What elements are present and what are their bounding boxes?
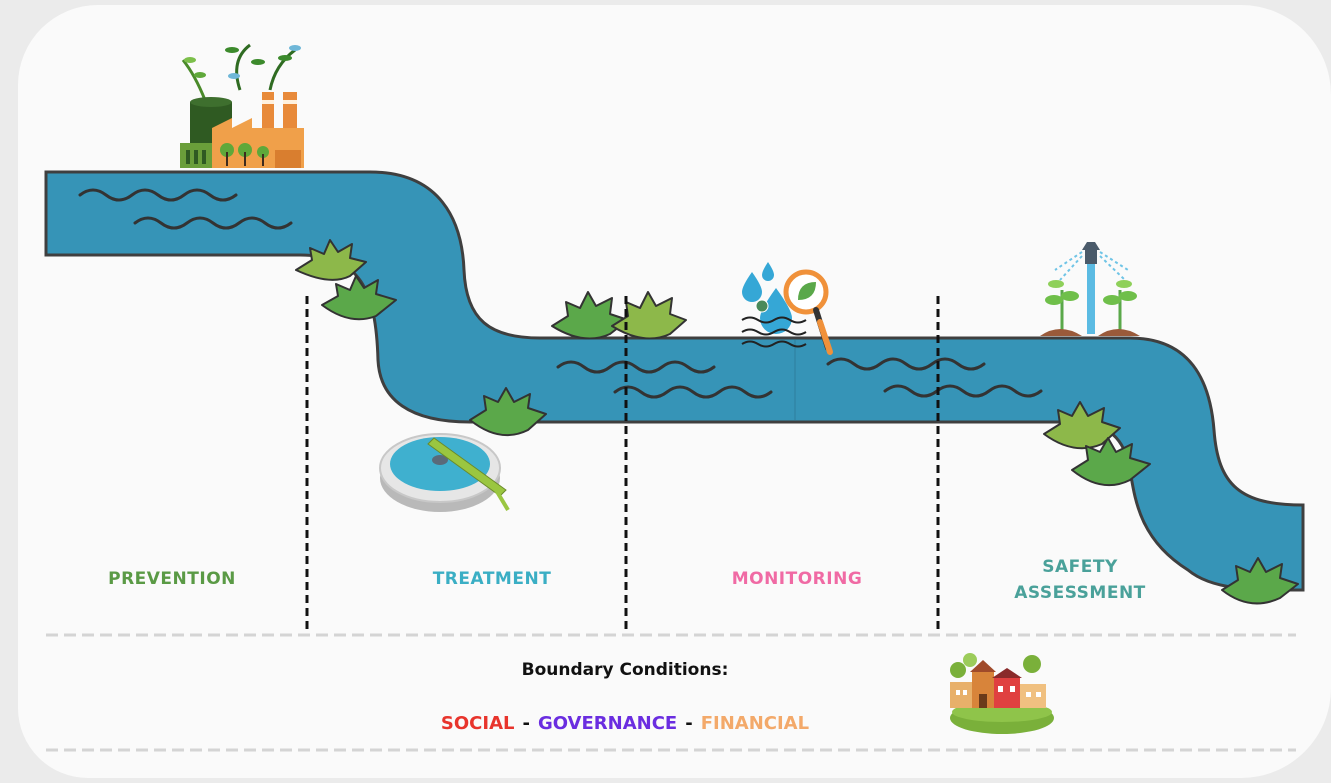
boundary-separator: - [685, 713, 693, 734]
stage-label-safety-line1: SAFETY [1042, 557, 1118, 577]
river-waves [78, 188, 1043, 399]
stage-label-safety-line2: ASSESSMENT [1014, 583, 1146, 603]
water-inspection-icon [741, 262, 833, 355]
boundary-conditions-list: SOCIAL-GOVERNANCE-FINANCIAL [380, 713, 870, 734]
stage-label-monitoring: MONITORING [731, 569, 863, 589]
grass-tuft-icon [1043, 401, 1121, 450]
grass-tuft-icon [295, 239, 367, 281]
grass-tufts [295, 239, 1299, 605]
sprinkler-plants-icon [1040, 242, 1140, 336]
grass-tuft-icon [1071, 437, 1151, 487]
grass-tuft-icon [469, 387, 547, 437]
boundary-separator: - [522, 713, 530, 734]
factory-icon [180, 43, 304, 168]
section-separators [46, 633, 1296, 752]
river [44, 170, 1305, 592]
town-icon [950, 653, 1054, 734]
stage-label-treatment: TREATMENT [432, 569, 552, 589]
boundary-financial: FINANCIAL [700, 713, 810, 734]
grass-tuft-icon [551, 291, 629, 340]
boundary-social: SOCIAL [440, 713, 515, 734]
water-treatment-tank-icon [379, 433, 510, 512]
grass-tuft-icon [611, 291, 687, 340]
stage-label-prevention: PREVENTION [108, 569, 236, 589]
grass-tuft-icon [321, 275, 397, 321]
stage-dividers [305, 296, 940, 632]
stage-label-safety-assessment: SAFETY ASSESSMENT [990, 554, 1170, 606]
boundary-governance: GOVERNANCE [537, 713, 678, 734]
boundary-conditions-title: Boundary Conditions: [521, 660, 729, 680]
grass-tuft-icon [1221, 557, 1299, 605]
